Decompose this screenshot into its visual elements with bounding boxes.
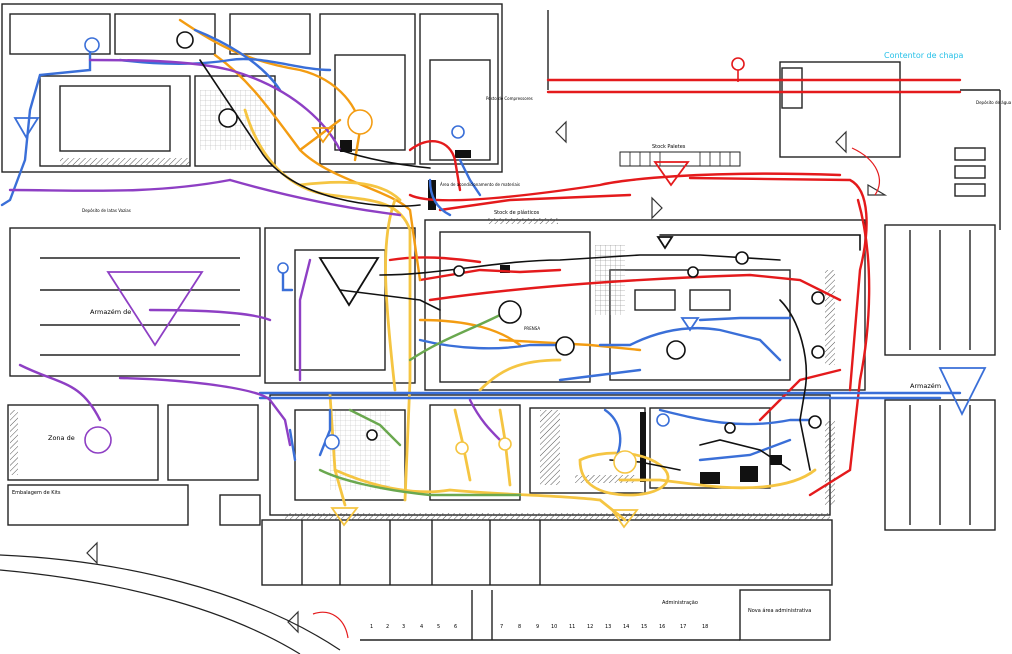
label-area-acondicionamento: Área de acondicionamento de materiais	[440, 182, 520, 187]
parking-numbers: 1 2 3 4 5 6 7 8 9 10 11 12 13 14 15 16 1…	[370, 624, 708, 630]
storage-triangles	[13, 117, 987, 529]
parking-number: 17	[680, 624, 686, 630]
parking-number: 12	[587, 624, 593, 630]
parking-number: 18	[702, 624, 708, 630]
label-stock-paletes: Stock Paletes	[652, 144, 686, 150]
direction-arrows	[86, 120, 888, 634]
building-outlines	[1, 3, 1001, 641]
hatched-walls	[10, 90, 835, 520]
label-posto-compressores: Posto de Compressores	[486, 96, 533, 101]
purple-flow	[8, 58, 502, 447]
parking-number: 9	[536, 624, 539, 630]
door-swing-red	[851, 147, 880, 196]
label-embalagem: Embalagem de Kits	[12, 490, 61, 496]
parking-number: 4	[420, 624, 423, 630]
parking-number: 10	[551, 624, 557, 630]
label-administracao: Administração	[662, 600, 698, 606]
label-zona: Zona de	[48, 434, 75, 442]
label-nova-area: Nova área administrativa	[748, 607, 811, 614]
label-armazem-left: Armazém de	[90, 308, 131, 316]
label-stock-plasticos: Stock de plásticos	[494, 209, 540, 216]
parking-number: 11	[569, 624, 575, 630]
parking-number: 16	[659, 624, 665, 630]
parking-number: 2	[386, 624, 389, 630]
parking-number: 8	[518, 624, 521, 630]
road-curve	[0, 554, 341, 651]
red-flow	[388, 78, 962, 497]
parking-number: 13	[605, 624, 611, 630]
label-armazem-right: Armazém	[910, 382, 941, 390]
parking-number: 7	[500, 624, 503, 630]
yellow-flow	[243, 108, 817, 522]
label-deposito-agua: Depósito de água	[976, 100, 1012, 105]
door-swing-red-2	[312, 611, 349, 639]
flow-lines	[0, 18, 962, 522]
parking-number: 5	[437, 624, 440, 630]
road-curve-2	[0, 569, 301, 654]
label-contentor-chapa: Contentor de chapa	[884, 51, 964, 60]
stations	[84, 31, 825, 474]
label-prensa: PRENSA	[524, 326, 540, 331]
parking-number: 3	[402, 624, 405, 630]
parking-number: 15	[641, 624, 647, 630]
label-deposito-latas: Depósito de latas Vazias	[82, 208, 131, 213]
parking-number: 6	[454, 624, 457, 630]
green-flow	[318, 313, 522, 497]
parking-number: 14	[623, 624, 629, 630]
parking-number: 1	[370, 624, 373, 630]
text-labels: Contentor de chapa Depósito de água Stoc…	[12, 51, 1012, 614]
black-flow	[199, 59, 861, 471]
blue-flow	[0, 28, 962, 462]
